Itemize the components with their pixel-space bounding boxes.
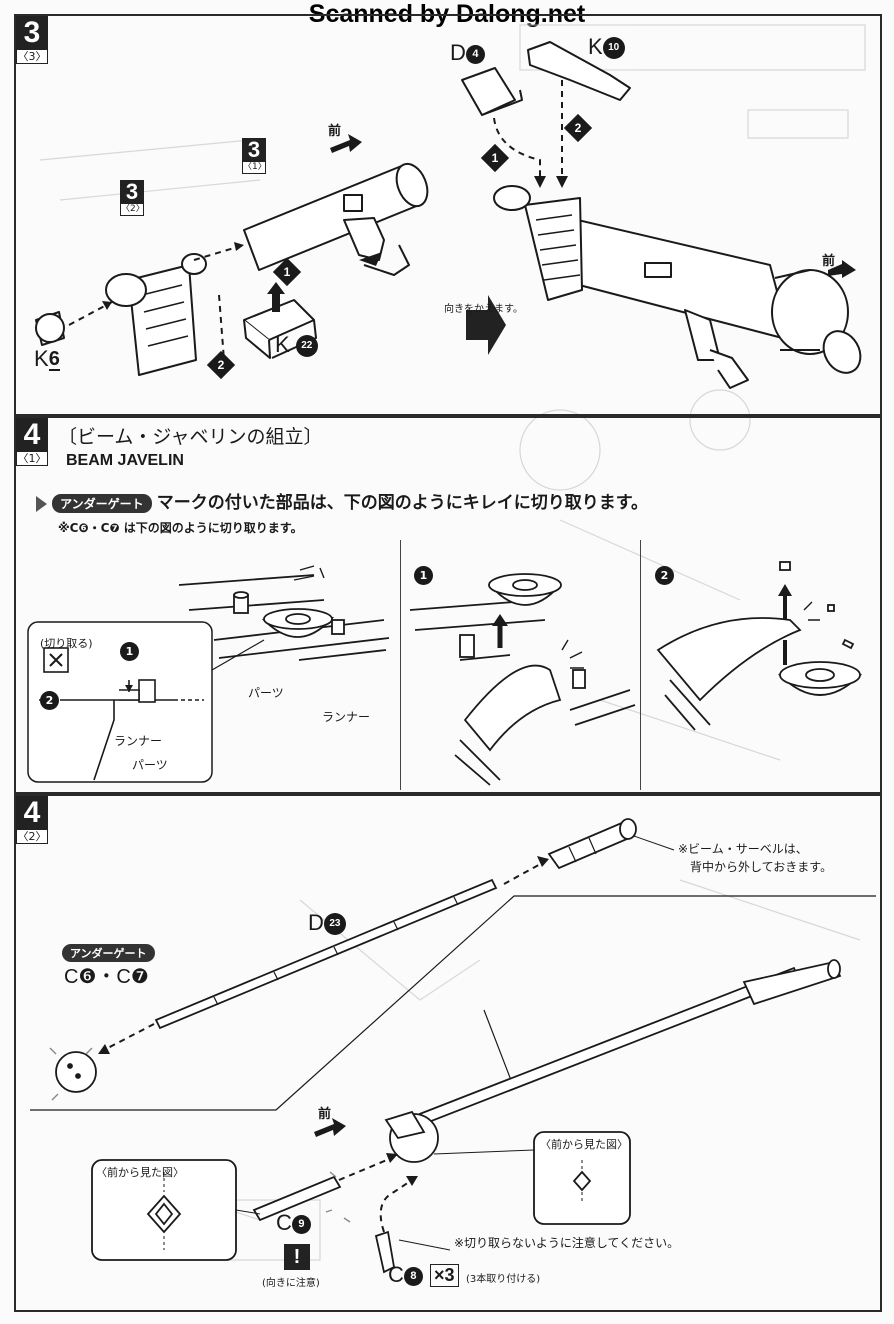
front-view-label-2: 〈前から見た図〉 [540, 1138, 628, 1151]
cut-step-mark-1: 1 [414, 566, 433, 585]
orientation-note: (向きに注意) [262, 1278, 320, 1289]
step3-panel-left [14, 14, 470, 418]
cut-step-2-diagram [656, 561, 863, 731]
undergate-pill-2: アンダーゲート [62, 944, 155, 962]
cut-note: ※C❻・C❼ は下の図のように切り取ります。 [58, 521, 303, 535]
javelin-rod-d23 [154, 878, 498, 1030]
parts-label: パーツ [248, 686, 284, 700]
turn-around-text: 向きをかえます。 [444, 304, 523, 315]
runner-label-inset: ランナー [114, 734, 163, 748]
runner-label: ランナー [322, 710, 371, 724]
saber-note-2: 背中から外しておきます。 [690, 860, 833, 874]
undergate-tag: アンダーゲート [62, 942, 155, 962]
step4-2-sub: 〈2〉 [16, 830, 48, 844]
mini-badge-3-1: 3 〈1〉 [242, 138, 267, 174]
multiplier-badge: ×3 [430, 1264, 459, 1287]
step-mark-2: 2 [206, 350, 236, 380]
inset-mark-1: 1 [120, 642, 139, 661]
part-k6-label: K6 [34, 346, 60, 371]
turn-arrow-icon [466, 295, 506, 355]
divider-1 [400, 540, 401, 790]
step4-1-badge: 4 〈1〉 [16, 418, 48, 466]
step-mark-r1: 1 [480, 143, 510, 173]
part-k22-label: K 22 [275, 332, 318, 358]
step3-sub: 〈3〉 [16, 50, 48, 64]
cut-label: (切り取る) [40, 637, 93, 650]
step3-assembly-diagram [35, 134, 429, 376]
step4-2-number: 4 [16, 796, 48, 830]
beam-javelin-title-jp: 〔ビーム・ジャベリンの組立〕 [58, 426, 323, 448]
runner-cut-diagram [27, 565, 390, 783]
undergate-instruction-text: マークの付いた部品は、下の図のようにキレイに切り取ります。 [156, 493, 649, 513]
step-mark-1: 1 [272, 257, 302, 287]
parts-label-inset: パーツ [132, 758, 168, 772]
undergate-instruction: アンダーゲート マークの付いた部品は、下の図のようにキレイに切り取ります。 [36, 488, 648, 513]
front-label-4-2: 前 [318, 1106, 332, 1121]
part-c6-c7-label: C❻・C❼ [64, 966, 149, 988]
front-view-label-1: 〈前から見た図〉 [96, 1166, 184, 1179]
javelin-assembly-diagram [30, 818, 876, 1274]
inset-mark-2: 2 [40, 691, 59, 710]
mini-badge-3-1-num: 3 [242, 138, 266, 162]
mini-badge-3-2-sub: 〈2〉 [120, 204, 145, 216]
mini-badge-3-1-sub: 〈1〉 [242, 162, 267, 174]
cut-warning: ※切り取らないように注意してください。 [454, 1236, 680, 1250]
step-mark-r2: 2 [563, 113, 593, 143]
mini-badge-3-2: 3 〈2〉 [120, 180, 145, 216]
step3-panel-right [468, 14, 882, 418]
mini-badge-3-2-num: 3 [120, 180, 144, 204]
step4-1-panel [14, 414, 882, 796]
launcher-tube [243, 164, 420, 271]
beam-javelin-title-en: BEAM JAVELIN [66, 452, 184, 469]
step4-2-badge: 4 〈2〉 [16, 796, 48, 844]
cut-step-mark-2: 2 [655, 566, 674, 585]
step4-1-sub: 〈1〉 [16, 452, 48, 466]
front-label: 前 [328, 123, 342, 138]
multiplier-note: (3本取り付ける) [466, 1274, 541, 1285]
step4-2-panel [14, 792, 882, 1312]
cut-step-1-diagram [409, 573, 636, 786]
caution-icon: ! [284, 1244, 310, 1270]
saber-note-1: ※ビーム・サーベルは、 [678, 842, 808, 856]
step4-1-number: 4 [16, 418, 48, 452]
step3-right-diagram [461, 41, 862, 389]
step3-badge: 3 〈3〉 [16, 16, 48, 64]
undergate-pill: アンダーゲート [52, 494, 152, 513]
pointer-icon [36, 495, 47, 512]
step3-number: 3 [16, 16, 48, 50]
divider-2 [640, 540, 641, 790]
front-label-right: 前 [822, 253, 836, 268]
